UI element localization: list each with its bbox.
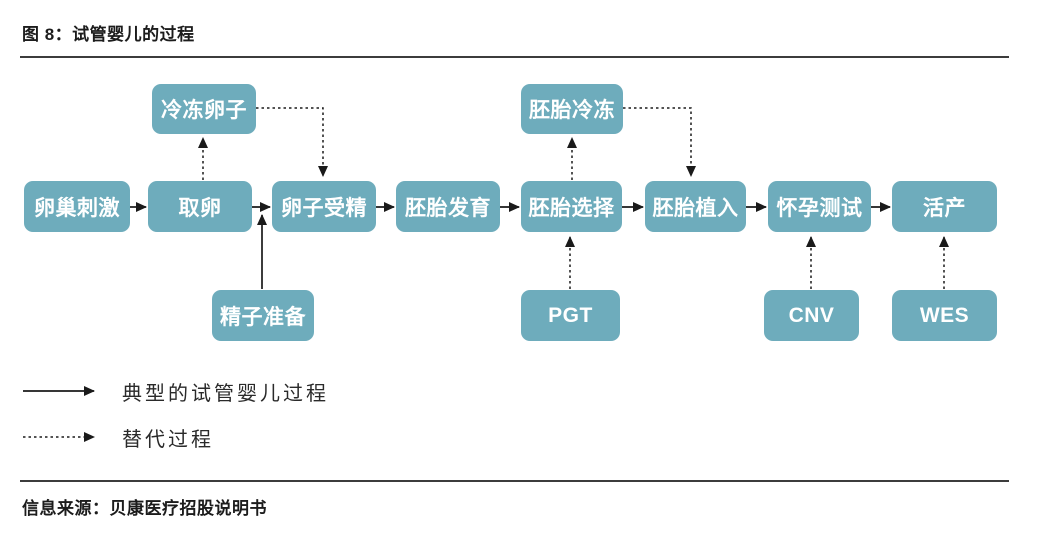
- node-sperm-preparation: 精子准备: [212, 290, 314, 341]
- node-pgt: PGT: [521, 290, 620, 341]
- node-embryo-selection: 胚胎选择: [521, 181, 622, 232]
- node-wes: WES: [892, 290, 997, 341]
- node-egg-retrieval: 取卵: [148, 181, 252, 232]
- legend-item-alternative-process: 替代过程: [22, 424, 214, 451]
- legend-item-typical-process: 典型的试管婴儿过程: [22, 378, 329, 405]
- top-divider: [20, 56, 1009, 58]
- bottom-divider: [20, 480, 1009, 482]
- node-embryo-transfer: 胚胎植入: [645, 181, 746, 232]
- arrow-embryo-freezing-to-transfer: [623, 107, 696, 177]
- node-ovarian-stimulation: 卵巢刺激: [24, 181, 130, 232]
- node-egg-freezing: 冷冻卵子: [152, 84, 256, 134]
- figure-title: 图 8：试管婴儿的过程: [22, 25, 195, 44]
- legend-label: 典型的试管婴儿过程: [122, 380, 329, 405]
- node-cnv: CNV: [764, 290, 859, 341]
- solid-arrow-icon: [23, 386, 95, 396]
- node-embryo-freezing: 胚胎冷冻: [521, 84, 623, 134]
- node-egg-fertilization: 卵子受精: [272, 181, 376, 232]
- node-pregnancy-test: 怀孕测试: [768, 181, 871, 232]
- dashed-arrow-icon: [23, 432, 95, 442]
- node-live-birth: 活产: [892, 181, 997, 232]
- arrow-egg-freezing-to-fertilization: [256, 107, 328, 177]
- node-embryo-development: 胚胎发育: [396, 181, 500, 232]
- source-note: 信息来源：贝康医疗招股说明书: [22, 499, 267, 518]
- legend-label: 替代过程: [122, 426, 214, 451]
